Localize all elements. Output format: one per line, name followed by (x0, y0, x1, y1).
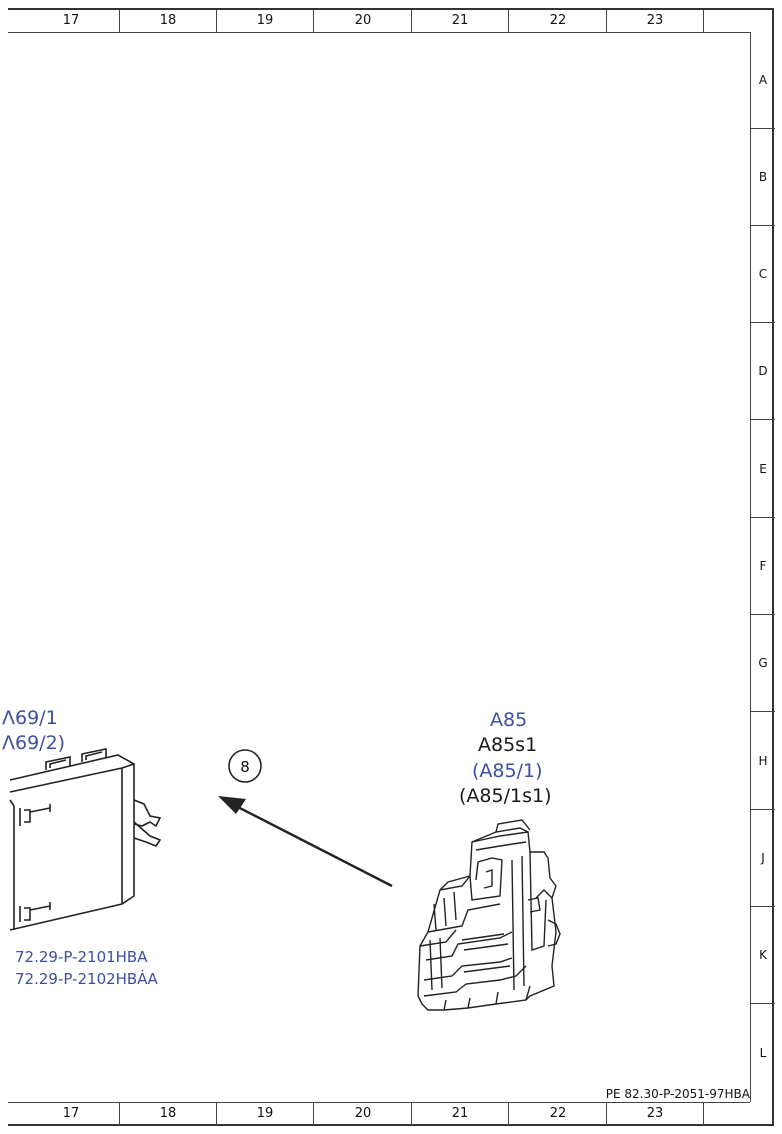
column-label: 17 (23, 10, 120, 32)
row-label: D (751, 323, 775, 421)
row-label: G (751, 615, 775, 713)
column-label: 21 (412, 1103, 509, 1125)
arrow (218, 796, 393, 888)
row-label: H (751, 713, 775, 811)
row-label: E (751, 421, 775, 519)
column-label: 23 (607, 10, 704, 32)
column-ruler-top: 17 18 19 20 21 22 23 (8, 10, 750, 33)
component-label-a85: A85 (490, 709, 528, 731)
column-label: 23 (607, 1103, 704, 1125)
callout-8[interactable]: 8 (228, 749, 262, 783)
control-unit-n69[interactable] (9, 748, 162, 931)
row-label: A (751, 32, 775, 130)
callout-number: 8 (240, 758, 250, 776)
drawing-frame (8, 8, 774, 1126)
row-label: K (751, 907, 775, 1005)
component-label-a85s1: A85s1 (478, 734, 538, 756)
reference-link-2102[interactable]: 72.29-P-2102HBȦA (15, 970, 158, 988)
column-ruler-bottom: 17 18 19 20 21 22 23 (8, 1102, 750, 1125)
row-ruler-right: A B C D E F G H J K L (750, 32, 775, 1102)
column-label: 20 (315, 1103, 412, 1125)
component-label-n69-2: Λ69/2) (2, 732, 66, 754)
document-reference: PE 82.30-P-2051-97HBA (605, 1087, 750, 1101)
column-label: 19 (217, 1103, 314, 1125)
column-label: 19 (217, 10, 314, 32)
column-label: 22 (510, 10, 607, 32)
row-label: B (751, 129, 775, 227)
column-label: 18 (120, 10, 217, 32)
row-label: J (751, 810, 775, 908)
column-label: 22 (510, 1103, 607, 1125)
reference-link-2101[interactable]: 72.29-P-2101HBA (15, 948, 148, 966)
column-label: 21 (412, 10, 509, 32)
column-label: 20 (315, 10, 412, 32)
switch-module-a85[interactable] (417, 819, 561, 1011)
column-label: 17 (23, 1103, 120, 1125)
component-label-a85-1s1: (A85/1s1) (459, 785, 552, 807)
column-label: 18 (120, 1103, 217, 1125)
row-label: L (759, 1045, 767, 1060)
component-label-n69-1: Λ69/1 (2, 707, 58, 729)
row-label: C (751, 226, 775, 324)
component-label-a85-1: (A85/1) (472, 760, 543, 782)
row-label: F (751, 518, 775, 616)
